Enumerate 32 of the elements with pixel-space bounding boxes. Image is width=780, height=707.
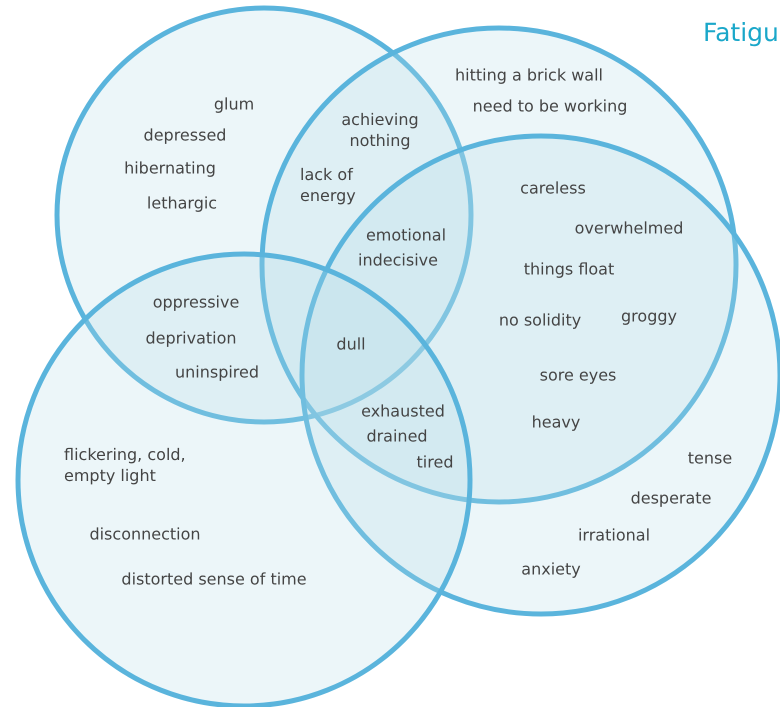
venn-label: heavy <box>532 412 580 434</box>
venn-label: irrational <box>578 526 650 546</box>
venn-label: emotional <box>366 226 446 246</box>
venn-label: sore eyes <box>540 366 616 386</box>
venn-label: tired <box>416 452 454 474</box>
title: Fatigu <box>703 20 779 45</box>
venn-label: distorted sense of time <box>121 570 307 590</box>
venn-label: things float <box>524 260 614 280</box>
venn-label: drained <box>366 426 428 448</box>
venn-label: overwhelmed <box>574 218 684 240</box>
venn-label: dull <box>336 334 366 356</box>
venn-label: lethargic <box>146 194 218 214</box>
venn-label: depressed <box>144 126 226 146</box>
venn-label: oppressive <box>152 292 240 314</box>
venn-label: no solidity <box>498 310 582 332</box>
venn-label: deprivation <box>145 328 237 350</box>
venn-label: glum <box>214 94 254 116</box>
venn-label: disconnection <box>89 524 201 546</box>
venn-label: uninspired <box>174 362 260 384</box>
venn-label: need to be working <box>472 96 628 118</box>
venn-label: exhausted <box>361 402 445 422</box>
venn-label: flickering, cold, empty light <box>64 445 187 487</box>
venn-label: groggy <box>621 306 677 328</box>
venn-label: desperate <box>630 488 712 510</box>
venn-label: indecisive <box>358 250 438 272</box>
venn-label: hibernating <box>124 158 216 180</box>
venn-label: lack of energy <box>300 165 357 207</box>
venn-label: anxiety <box>521 560 581 580</box>
venn-label: hitting a brick wall <box>455 66 603 86</box>
venn-label: achieving nothing <box>340 110 420 152</box>
venn-label: tense <box>688 448 732 470</box>
venn-label: careless <box>520 178 586 200</box>
